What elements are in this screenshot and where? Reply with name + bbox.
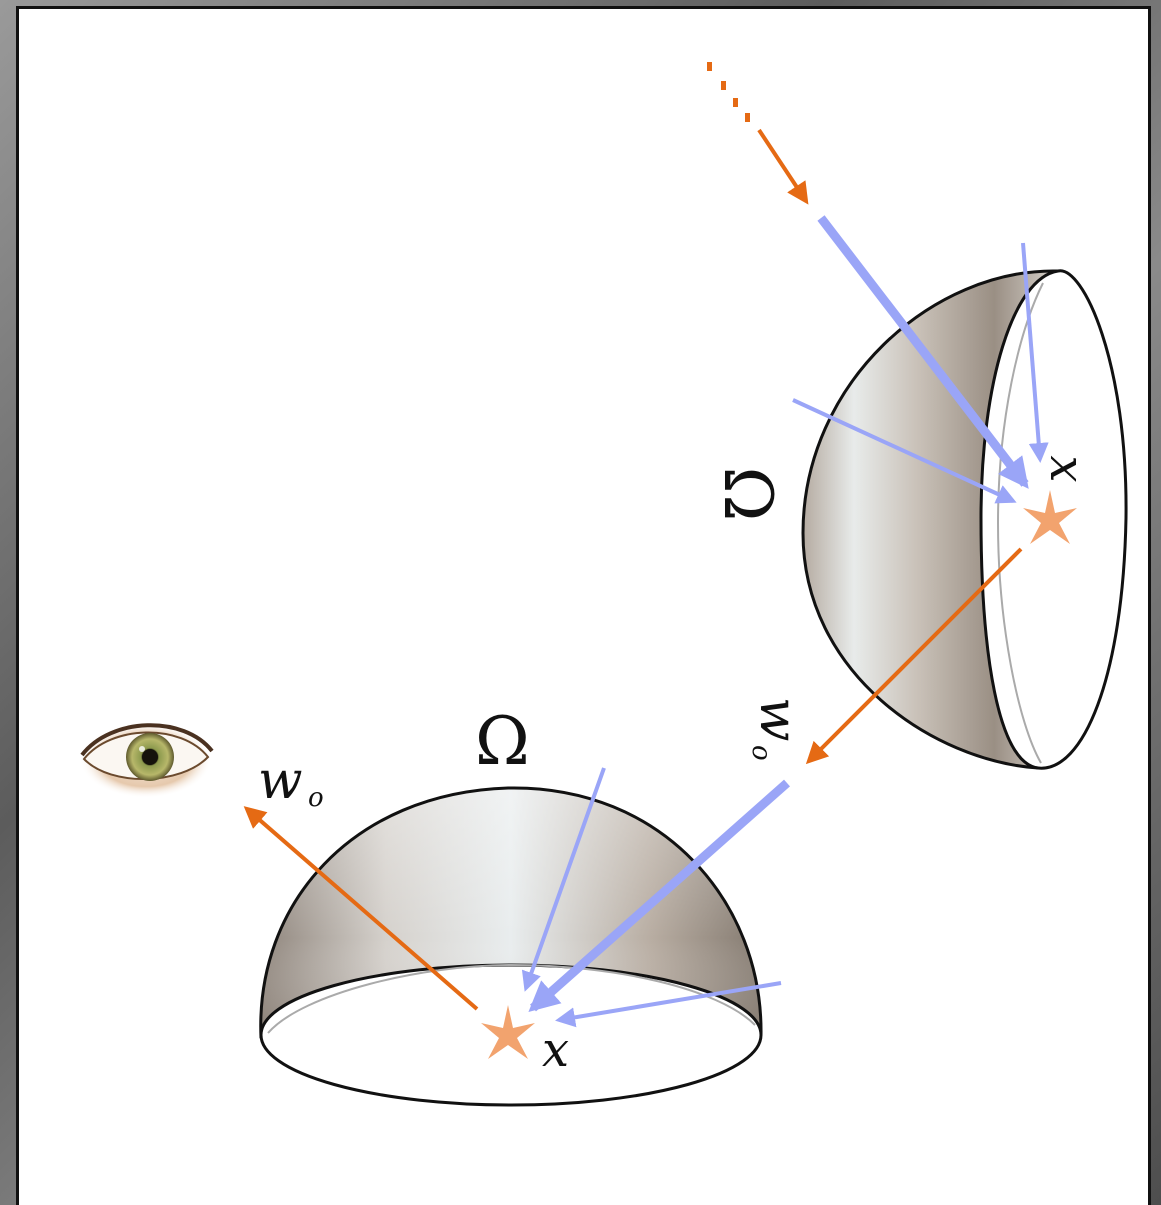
incident-ray-bottom-2 — [555, 981, 782, 1028]
wo-right-sub: o — [746, 745, 776, 761]
star-icon — [481, 1005, 535, 1059]
wo-right-base: w — [748, 697, 808, 742]
x-label-top: x — [1039, 455, 1095, 482]
incident-ray-bottom-1 — [521, 767, 606, 992]
outgoing-ray-top — [805, 547, 1023, 765]
omega-label-bottom: Ω — [475, 703, 530, 780]
incoming-path-dots — [707, 62, 750, 122]
x-label-bottom: x — [542, 1022, 569, 1078]
star-icon — [1023, 490, 1077, 544]
incident-ray-top-2 — [792, 398, 1017, 504]
incident-ray-main-bottom — [528, 779, 790, 1013]
eye-icon — [80, 722, 214, 798]
path-tracing-diagram: Ω Ω x x w o w o — [80, 62, 1128, 1107]
incoming-orange-arrow — [757, 128, 809, 205]
wo-left-base: w — [258, 751, 303, 811]
incident-ray-main-top — [817, 215, 1029, 489]
incident-ray-top-1 — [1021, 242, 1049, 463]
wo-left-sub: o — [308, 783, 324, 813]
wo-label-left: w o — [258, 751, 324, 813]
hemisphere-top — [801, 269, 1128, 770]
diagram-panel: Ω Ω x x w o w o — [16, 6, 1151, 1205]
wo-label-right: w o — [746, 697, 808, 761]
outgoing-ray-bottom — [243, 806, 479, 1011]
omega-label-top: Ω — [709, 467, 786, 522]
hemisphere-bottom — [259, 786, 763, 1107]
